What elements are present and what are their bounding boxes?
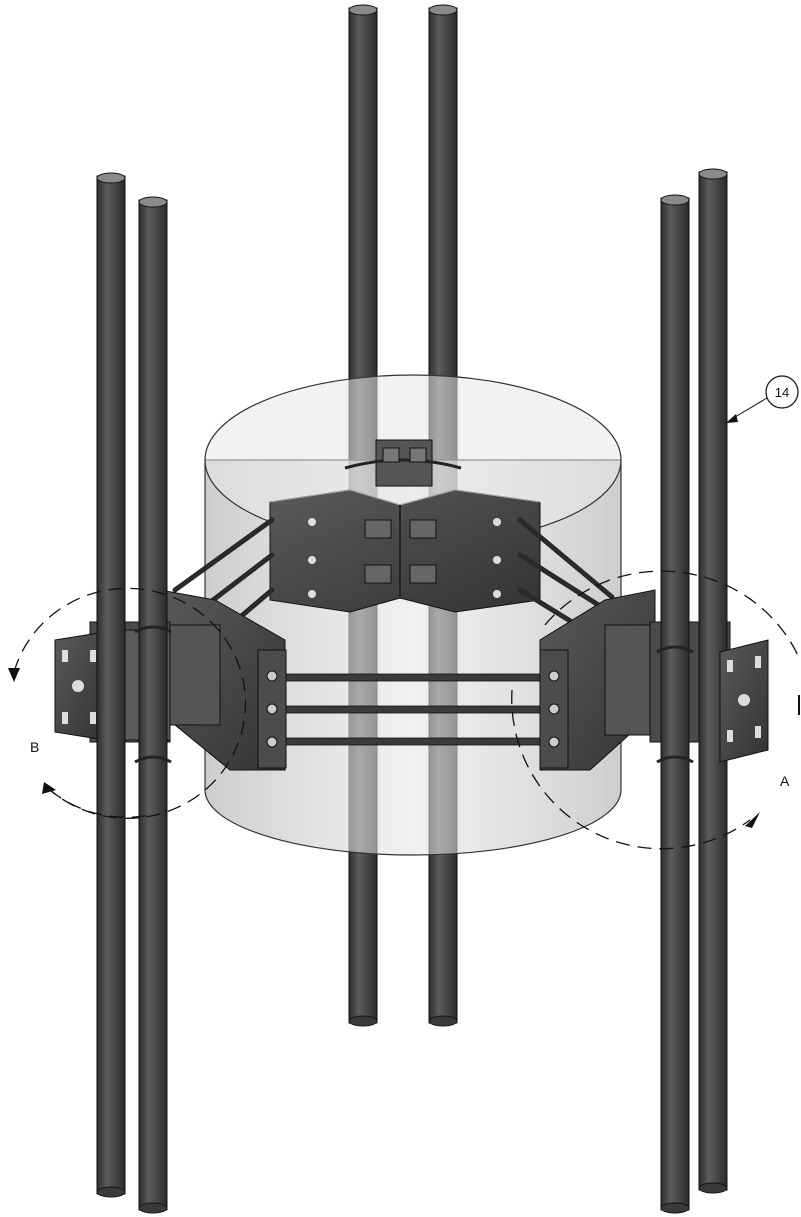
pipe-right-inner: [660, 197, 690, 1211]
pipe-center-left-top: [348, 4, 378, 16]
pipe-center-right-bottom: [428, 1015, 458, 1027]
center-back-clamp: [344, 439, 462, 487]
rotation-label-a: A: [780, 773, 790, 789]
left-mounting-plate: [54, 631, 106, 741]
rotation-arc-b: [13, 587, 247, 819]
center-bracket: [269, 489, 541, 613]
arrow-a-bottom: [745, 812, 760, 828]
pipe-left-outer: [96, 175, 126, 1195]
callout-balloon: [765, 375, 799, 409]
pipe-left-inner: [138, 199, 168, 1211]
left-pipes: [96, 172, 168, 1214]
pipe-center-left-bottom: [348, 1015, 378, 1027]
pipe-center-right-top: [428, 4, 458, 16]
leader-arrowhead: [726, 414, 738, 423]
rotation-label-b: B: [30, 739, 39, 755]
callout-number: 14: [775, 385, 789, 400]
rotation-arc-a: [511, 570, 801, 850]
right-pipes: [660, 168, 728, 1214]
arrow-b-top: [8, 668, 20, 682]
right-mounting-plate: [719, 639, 769, 763]
left-u-bolts: [134, 625, 172, 764]
callout-14: 14: [726, 375, 799, 423]
right-u-bolts: [656, 645, 694, 764]
arrow-b-bottom: [42, 782, 56, 794]
